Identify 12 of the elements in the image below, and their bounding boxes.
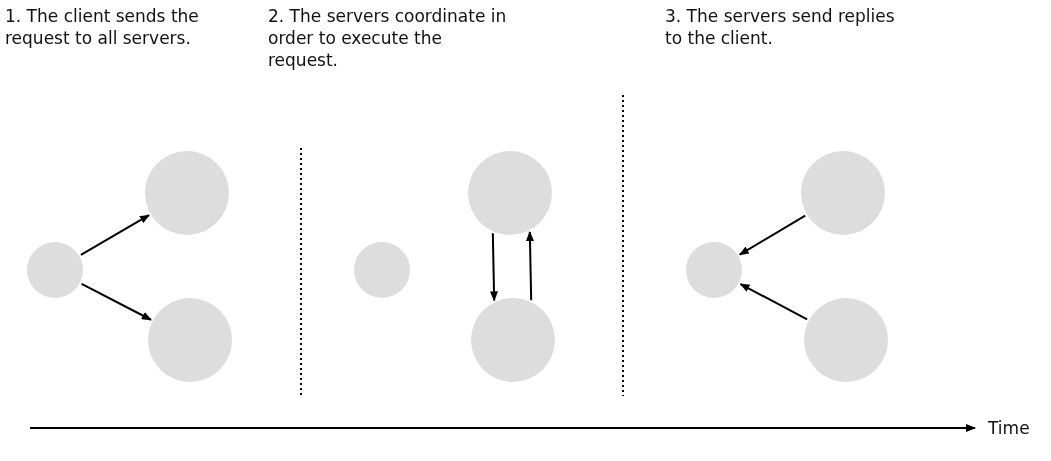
circle-node bbox=[27, 242, 83, 298]
circle-node bbox=[354, 242, 410, 298]
step-caption: 2. The servers coordinate in order to execute the request. bbox=[268, 5, 508, 71]
axis-label: Time bbox=[988, 417, 1031, 439]
arrow bbox=[490, 232, 498, 302]
circle-node bbox=[686, 242, 742, 298]
arrow bbox=[79, 214, 150, 256]
step-caption: 1. The client sends the request to all servers. bbox=[5, 5, 200, 49]
arrow bbox=[526, 231, 534, 302]
arrow bbox=[738, 214, 807, 256]
arrow bbox=[739, 283, 809, 321]
step-caption: 3. The servers send replies to the client. bbox=[665, 5, 896, 49]
